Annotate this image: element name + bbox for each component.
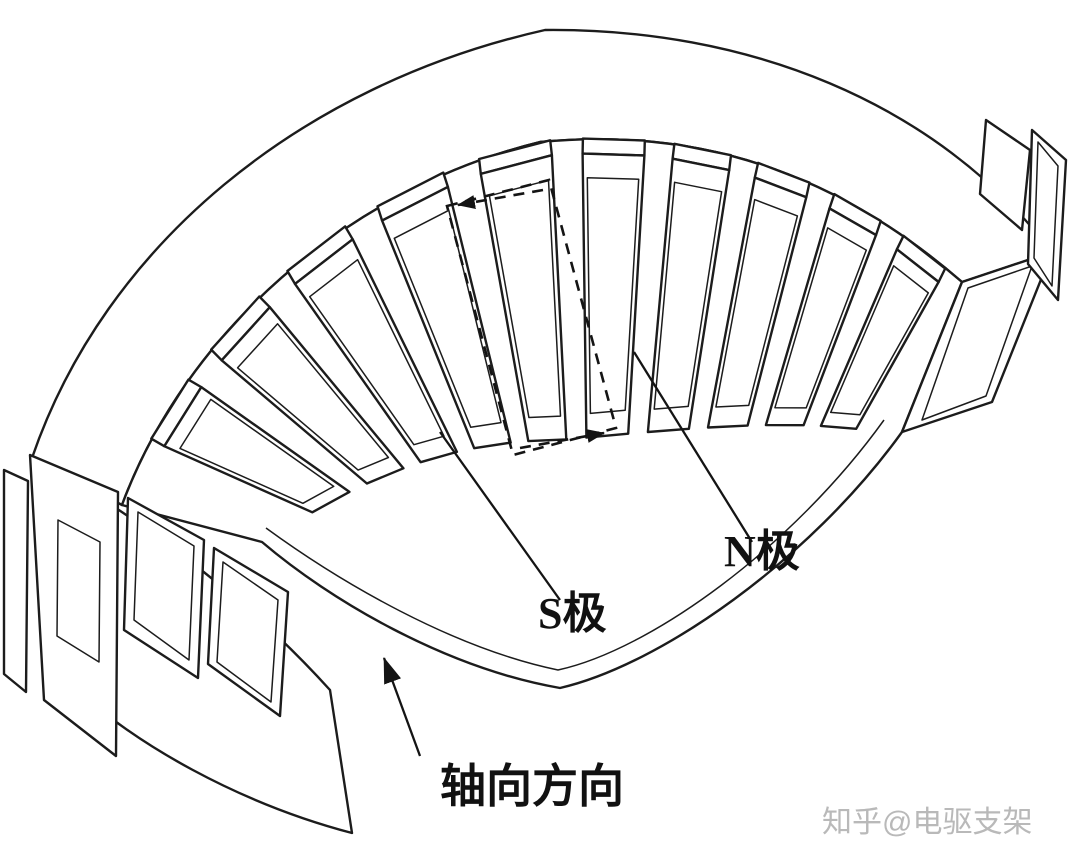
left-magnet-1-inset <box>133 511 195 661</box>
left-outer-block <box>2 468 30 694</box>
left-cut-inset <box>56 519 101 663</box>
watermark-text: 知乎@电驱支架 <box>822 806 1032 839</box>
axial-direction-label: 轴向方向 <box>440 761 624 812</box>
tooth-9-inset <box>829 265 930 416</box>
s-pole-label: S极 <box>538 589 606 638</box>
left-cut-end <box>2 453 290 758</box>
tooth-3-inset <box>393 209 502 428</box>
tooth-6-inset <box>653 181 723 410</box>
dashed-arrow-right <box>519 429 605 450</box>
tooth-0-inset <box>179 398 335 505</box>
pole-pair-dashed-box <box>445 178 618 457</box>
s-pole-leader-line <box>439 431 561 601</box>
tooth-5-face <box>581 152 646 439</box>
tooth-0-face <box>163 385 351 514</box>
right-cut-end <box>900 118 1068 434</box>
n-pole-label: N极 <box>724 527 800 576</box>
bore-chamfer-line <box>265 419 885 671</box>
tooth-5-inset <box>586 176 640 415</box>
right-outer-block-inset <box>1033 141 1059 287</box>
magnet-teeth <box>150 137 947 514</box>
left-cut-face <box>28 453 120 758</box>
right-cut-inset <box>921 265 1033 421</box>
left-magnet-1 <box>122 496 206 680</box>
dashed-arrow-left <box>457 188 544 209</box>
annotations: S极 N极 轴向方向 <box>382 178 800 812</box>
tooth-7-face <box>706 176 808 429</box>
tooth-1-inset <box>236 323 390 471</box>
axial-direction-arrow <box>382 657 422 757</box>
tooth-6-face <box>646 157 731 434</box>
right-block-2 <box>978 118 1032 232</box>
tooth-8-face <box>764 207 878 427</box>
n-pole-leader-line <box>633 351 753 543</box>
tooth-7-inset <box>715 198 799 408</box>
right-cut-face <box>900 250 1054 434</box>
tooth-8-inset <box>774 227 868 409</box>
tooth-1-face <box>220 306 405 485</box>
tooth-2-face <box>293 238 459 464</box>
tooth-9-face <box>819 248 940 430</box>
left-magnet-2 <box>206 546 290 718</box>
left-magnet-2-inset <box>216 561 279 703</box>
